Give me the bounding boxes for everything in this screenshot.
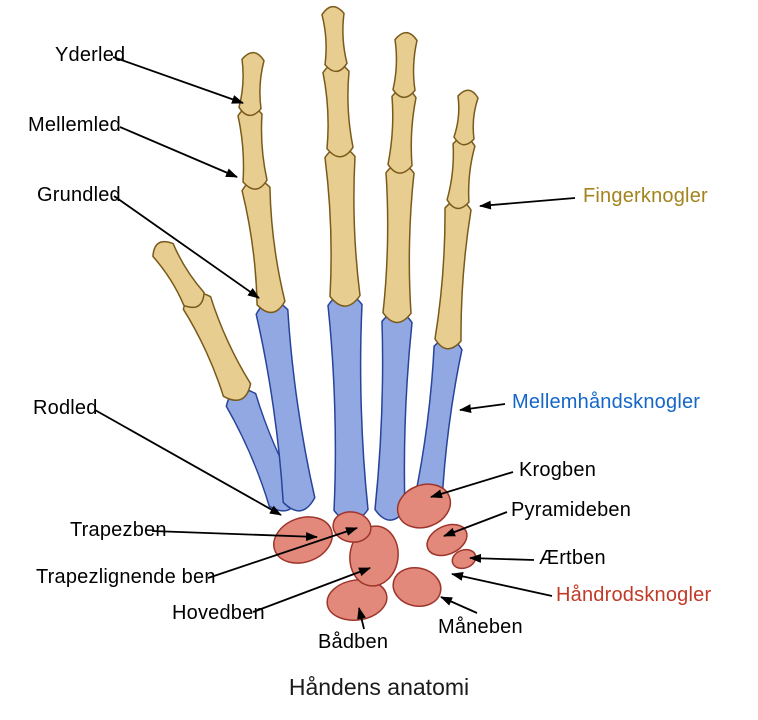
leader-arrows [94,56,576,630]
proximal-phalanx-ring [382,162,415,324]
arrow-mellemled [119,126,238,178]
arrow-trapezben [151,530,318,542]
arrow-handrodsknogler [451,571,553,597]
lunate-bone [392,567,442,607]
trapezium-bone [273,516,333,564]
arrow-maneben [440,596,478,614]
label-rodled: Rodled [33,397,98,419]
distal-phalanx-ring [392,31,418,99]
arrow-yderled [112,56,244,104]
arrow-aertben [469,553,535,563]
distal-phalanx-thumb [152,240,205,309]
arrow-pyramideben [443,511,508,537]
label-krogben: Krogben [519,459,597,481]
middle-phalanx-middle [322,62,354,158]
arrow-trapezlignende [207,527,358,579]
proximal-phalanx-middle [324,146,361,307]
arrow-krogben [430,471,514,499]
label-aertben: Ærtben [539,547,606,569]
distal-phalanx-middle [321,5,348,73]
label-hovedben: Hovedben [172,602,265,624]
trapezoid-bone [332,511,372,543]
middle-phalanx-ring [387,88,417,174]
label-maneben: Måneben [438,616,523,638]
distal-phalanx-index [238,51,265,117]
distal-phalanx-little [453,89,479,146]
arrow-rodled [94,409,282,516]
arrow-fingerknogler [479,197,576,210]
label-pyramideben: Pyramideben [511,499,632,521]
label-trapezben: Trapezben [70,519,167,541]
scaphoid-bone [326,579,388,621]
metacarpal-ring [374,311,413,521]
hand-bones [152,5,479,621]
label-yderled: Yderled [55,44,126,66]
label-grundled: Grundled [37,184,121,206]
arrow-mellemhandsknogler [459,403,506,414]
metacarpal-middle [327,292,369,523]
label-mellemhandsknogler: Mellemhåndsknogler [512,391,701,413]
diagram-title: Håndens anatomi [288,674,470,700]
arrow-badben [357,607,366,630]
proximal-phalanx-little [434,199,472,350]
proximal-phalanx-thumb [182,292,252,401]
label-trapezlignende: Trapezlignende ben [36,566,216,588]
arrow-grundled [113,195,260,299]
triquetrum-bone [426,523,468,557]
proximal-phalanx-index [241,178,286,314]
middle-phalanx-little [446,136,476,210]
middle-phalanx-index [237,106,268,190]
label-fingerknogler: Fingerknogler [583,185,708,207]
label-mellemled: Mellemled [28,114,121,136]
label-badben: Bådben [318,631,389,653]
label-handrodsknogler: Håndrodsknogler [556,584,712,606]
metacarpal-index [255,300,316,512]
arrow-hovedben [252,567,371,613]
